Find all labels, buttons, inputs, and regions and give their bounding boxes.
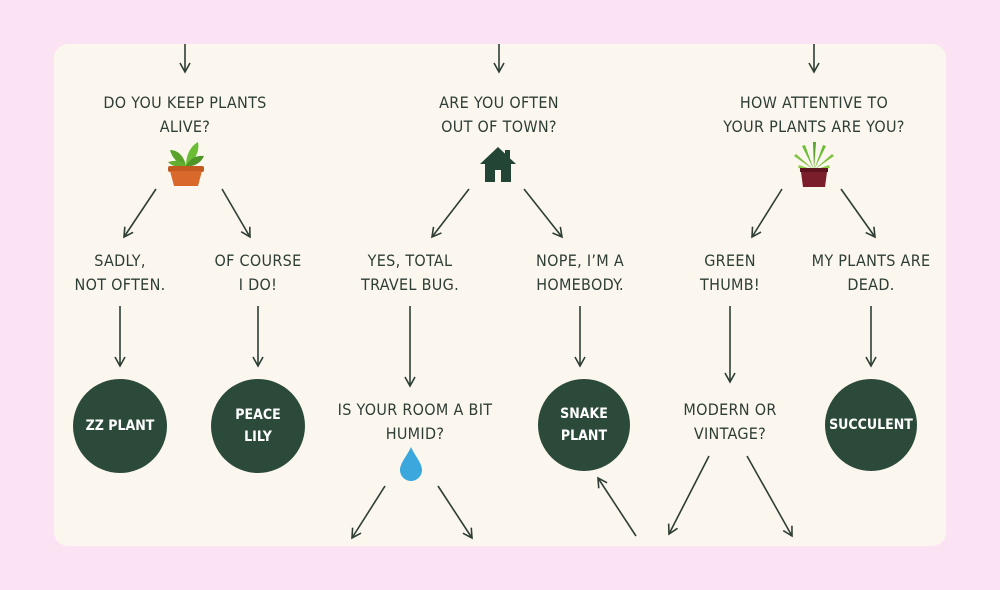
- arrow-modern-right: [746, 455, 793, 538]
- arrow-to-homebody: [523, 188, 564, 239]
- house-icon: [480, 147, 516, 182]
- arrow-into-snake: [597, 476, 637, 537]
- result-zz-plant: ZZ PLANT: [73, 379, 167, 473]
- answer-of-course: OF COURSE I DO!: [214, 251, 302, 294]
- answer-green-thumb: GREEN THUMB!: [699, 251, 761, 294]
- question-keep-plants-alive: DO YOU KEEP PLANTS ALIVE?: [103, 93, 267, 136]
- answer-plants-dead: MY PLANTS ARE DEAD.: [811, 251, 931, 294]
- question-out-of-town: ARE YOU OFTEN OUT OF TOWN?: [439, 93, 559, 136]
- arrow-to-green-thumb: [751, 188, 783, 239]
- arrow-to-of-course: [221, 188, 251, 239]
- question-room-humid: IS YOUR ROOM A BIT HUMID?: [337, 400, 493, 443]
- arrow-humid-right: [437, 485, 473, 540]
- result-succulent: SUCCULENT: [825, 379, 917, 471]
- arrow-modern-left: [667, 455, 710, 536]
- answer-homebody: NOPE, I’M A HOMEBODY.: [536, 251, 624, 294]
- question-modern-vintage: MODERN OR VINTAGE?: [683, 400, 777, 443]
- answer-sadly-not-often: SADLY, NOT OFTEN.: [74, 251, 166, 294]
- arrow-to-travel: [430, 188, 470, 239]
- water-drop-icon: [400, 447, 422, 481]
- potted-plant-icon: [168, 142, 204, 186]
- question-attentive: HOW ATTENTIVE TO YOUR PLANTS ARE YOU?: [723, 93, 905, 136]
- succulent-pot-icon: [794, 142, 834, 187]
- answer-travel-bug: YES, TOTAL TRAVEL BUG.: [361, 251, 459, 294]
- connector-arrows: [114, 44, 877, 540]
- result-peace-lily: PEACE LILY: [211, 379, 305, 473]
- arrow-humid-left: [351, 485, 386, 540]
- arrow-to-plants-dead: [840, 188, 876, 239]
- flowchart-panel: DO YOU KEEP PLANTS ALIVE? ARE YOU OFTEN …: [54, 44, 946, 546]
- result-snake-plant: SNAKE PLANT: [538, 379, 630, 471]
- arrow-to-sadly: [123, 188, 157, 239]
